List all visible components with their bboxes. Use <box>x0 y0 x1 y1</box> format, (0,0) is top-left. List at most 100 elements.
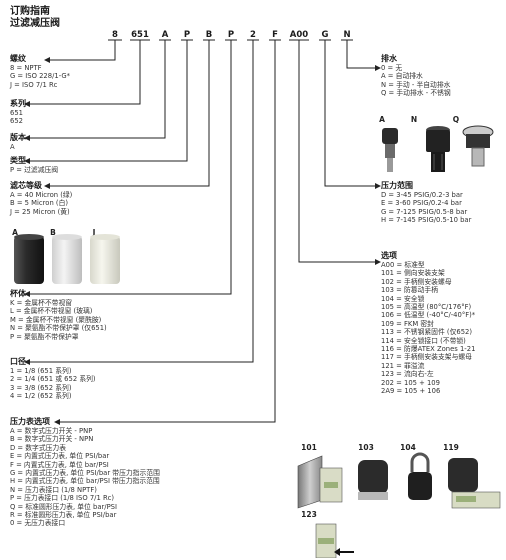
list-item: Q = 标准圆形压力表, 单位 bar/PSI <box>10 502 118 511</box>
code-pressure: G <box>321 30 329 40</box>
option-label-119: 119 <box>443 443 459 452</box>
list-item: 113 = 不锈钢紧固件 (仅652) <box>381 328 473 337</box>
section-heading: 压力范围 <box>381 181 413 190</box>
list-item: A00 = 标准型 <box>381 261 425 269</box>
list-item: J = 25 Micron (黄) <box>10 207 70 216</box>
option-103-handle-photo <box>358 460 388 500</box>
section-element: 滤芯等级 A = 40 Micron (绿) B = 5 Micron (白) … <box>10 181 72 216</box>
section-gauge: 压力表选项 A = 数字式压力开关 - PNP B = 数字式压力开关 - NP… <box>10 417 160 528</box>
list-item: Q = 手动排水 - 不锈钢 <box>381 89 451 98</box>
section-version: 版本 A <box>10 133 26 151</box>
list-item: 202 = 105 + 109 <box>381 378 440 387</box>
section-heading: 杯体 <box>10 289 26 298</box>
option-label-103: 103 <box>358 443 374 452</box>
list-item: 114 = 安全锁接口 (不带锁) <box>381 336 466 345</box>
list-item: N = 手动 - 半自动排水 <box>381 80 451 89</box>
filter-element-photos <box>14 234 120 284</box>
list-item: 651 <box>10 109 23 117</box>
code-bowl: P <box>227 30 235 40</box>
list-item: P = 聚氨酯不带保护罩 <box>10 332 79 341</box>
code-version: A <box>161 30 169 40</box>
list-item: 0 = 无压力表接口 <box>10 519 66 528</box>
option-label-123: 123 <box>301 510 317 519</box>
bowl-label-j: J <box>92 228 96 237</box>
list-item: 104 = 安全锁 <box>381 294 425 303</box>
section-bowl: 杯体 K = 金属杯不带视窗 L = 金属杯不带视窗 (玻璃) M = 金属杯不… <box>10 289 107 341</box>
list-item: 4 = 1/2 (652 系列) <box>10 392 72 401</box>
code-drain: N <box>343 30 351 40</box>
section-heading: 选项 <box>381 251 397 260</box>
code-type: P <box>183 30 191 40</box>
section-type: 类型 P = 过滤减压阀 <box>10 156 58 174</box>
filter-element-white <box>52 236 82 284</box>
drain-photos <box>382 125 494 172</box>
list-item: 109 = FKM 密封 <box>381 319 434 328</box>
list-item: A = 数字式压力开关 - PNP <box>10 427 93 435</box>
list-item: 106 = 低温型 (-40°C/-40°F)* <box>381 311 476 320</box>
list-item: 105 = 高温型 (80°C/176°F) <box>381 303 472 312</box>
section-heading: 口径 <box>10 357 26 366</box>
drain-stainless-photo <box>462 125 494 167</box>
drain-auto-photo <box>382 128 398 172</box>
list-item: B = 数字式压力开关 - NPN <box>10 435 94 444</box>
list-item: D = 数字式压力表 <box>10 443 67 452</box>
filter-element-yellow <box>90 236 120 284</box>
drain-label-q: Q <box>452 115 460 124</box>
option-label-104: 104 <box>400 443 416 452</box>
bowl-label-a: A <box>12 228 18 237</box>
section-heading: 系列 <box>10 99 26 108</box>
bowl-label-b: B <box>50 228 56 237</box>
list-item: N = 聚氨酯不带保护罩 (仅651) <box>10 324 107 333</box>
page-title: 订购指南 <box>10 6 50 17</box>
code-gauge: F <box>272 30 278 40</box>
code-series: 651 <box>131 30 149 40</box>
section-heading: 类型 <box>10 156 26 165</box>
code-thread: 8 <box>112 30 118 40</box>
section-heading: 排水 <box>381 54 397 63</box>
section-heading: 滤芯等级 <box>10 181 42 190</box>
page-subtitle: 过滤减压阀 <box>10 18 60 29</box>
list-item: N = 压力表接口 (1/8 NPTF) <box>10 485 97 494</box>
option-104-lock-photo <box>408 452 432 500</box>
code-port: 2 <box>250 30 256 40</box>
list-item: A <box>10 143 15 151</box>
list-item: H = 内置式压力表, 单位 bar/PSI 带压力指示范围 <box>10 477 160 486</box>
list-item: G = 7-125 PSIG/0.5-8 bar <box>381 207 468 216</box>
list-item: 101 = 侧向安装支架 <box>381 269 445 278</box>
section-pressure: 压力范围 D = 3-45 PSIG/0.2-3 bar E = 3-60 PS… <box>381 181 471 225</box>
list-item: E = 3-60 PSIG/0.2-4 bar <box>381 199 462 208</box>
section-series: 系列 651 652 <box>10 99 26 126</box>
drain-manual-photo <box>426 126 450 172</box>
list-item: E = 内置式压力表, 单位 PSI/bar <box>10 452 110 461</box>
list-item: A = 40 Micron (绿) <box>10 191 73 199</box>
section-port: 口径 1 = 1/8 (651 系列) 2 = 1/4 (651 或 652 系… <box>10 357 96 401</box>
list-item: F = 内置式压力表, 单位 bar/PSI <box>10 460 109 469</box>
list-item: 117 = 手柄侧安装支架与螺母 <box>381 353 472 362</box>
option-label-101: 101 <box>301 443 317 452</box>
list-item: 652 <box>10 117 23 126</box>
code-options: A00 <box>289 30 309 40</box>
list-item: D = 3-45 PSIG/0.2-3 bar <box>381 191 463 199</box>
list-item: P = 压力表接口 (1/8 ISO 7/1 Rc) <box>10 494 115 503</box>
list-item: M = 金属杯不带视窗 (聚酰胺) <box>10 315 102 324</box>
section-heading: 压力表选项 <box>10 417 50 426</box>
option-photos <box>297 452 501 558</box>
option-119-photo <box>448 458 501 509</box>
option-123-flow-photo <box>315 523 354 558</box>
list-item: 8 = NPTF <box>10 64 42 72</box>
list-item: 103 = 防篡动手柄 <box>381 286 438 295</box>
list-item: G = 内置式压力表, 单位 PSI/bar 带压力指示范围 <box>10 469 160 478</box>
list-item: 2A9 = 105 + 106 <box>381 387 441 396</box>
list-item: A = 自动排水 <box>381 72 423 81</box>
section-options: 选项 A00 = 标准型 101 = 侧向安装支架 102 = 手柄侧安装螺母 … <box>381 251 475 396</box>
list-item: K = 金属杯不带视窗 <box>10 299 73 307</box>
section-heading: 版本 <box>10 133 26 142</box>
filter-element-black <box>14 236 44 284</box>
list-item: 121 = 罪溢流 <box>381 361 425 370</box>
section-thread: 螺纹 8 = NPTF G = ISO 228/1-G* J = ISO 7/1… <box>10 54 70 89</box>
section-heading: 螺纹 <box>10 54 26 63</box>
drain-label-a: A <box>379 115 385 124</box>
list-item: 2 = 1/4 (651 或 652 系列) <box>10 375 96 384</box>
list-item: L = 金属杯不带视窗 (玻璃) <box>10 307 93 316</box>
